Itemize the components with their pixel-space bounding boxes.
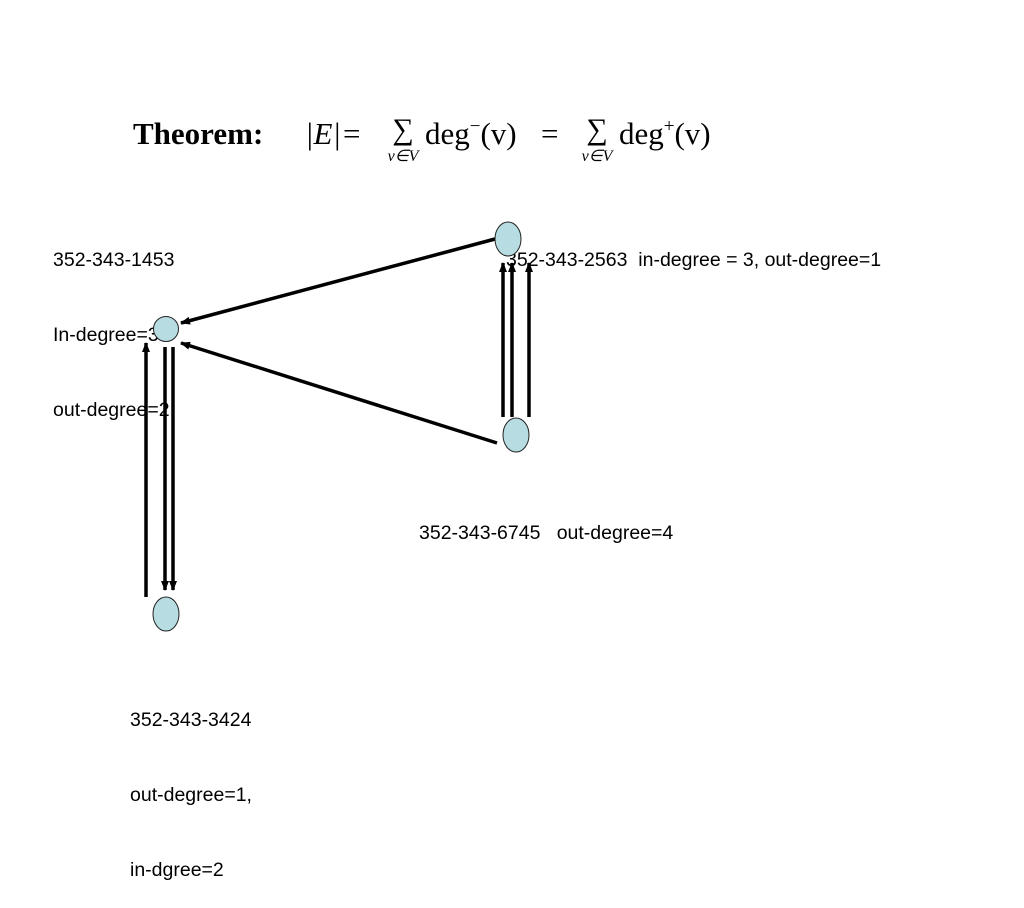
node-label-1453-line-1: 352-343-1453 [53,249,175,271]
edge-2563-to-1453 [180,237,496,325]
node-label-1453: 352-343-1453 In-degree=3 out-degree=2 [53,198,174,448]
call-graph [142,221,533,632]
node-label-1453-line-2: In-degree=3 [53,324,159,346]
node-1453 [153,316,179,342]
node-2563 [494,221,522,257]
node-label-6745: 352-343-6745 out-degree=4 [419,471,673,571]
sum-symbol-2: ∑ v∈V [577,112,617,165]
out-degree-term: deg+(v) [619,116,711,151]
node-label-3424-line-3: in-dgree=2 [130,859,224,881]
sum-subscript-2: v∈V [581,148,613,165]
sum-symbol-1: ∑ v∈V [383,112,423,165]
node-label-6745-line-1: 352-343-6745 out-degree=4 [419,522,674,544]
node-label-3424-line-2: out-degree=1, [130,784,252,806]
node-label-1453-line-3: out-degree=2 [53,399,170,421]
edge-count: |E|= [305,116,362,151]
sum-subscript-1: v∈V [387,148,419,165]
node-label-3424-line-1: 352-343-3424 [130,709,252,731]
equals-sign: = [541,116,559,151]
node-label-2563: 352-343-2563 in-degree = 3, out-degree=1 [506,198,881,298]
node-label-2563-line-1: 352-343-2563 in-degree = 3, out-degree=1 [506,249,882,271]
node-3424 [152,596,180,632]
in-degree-term: deg−(v) [425,116,517,151]
edge-6745-to-1453 [180,341,498,445]
theorem-label: Theorem: [133,116,264,151]
node-6745 [502,417,530,453]
